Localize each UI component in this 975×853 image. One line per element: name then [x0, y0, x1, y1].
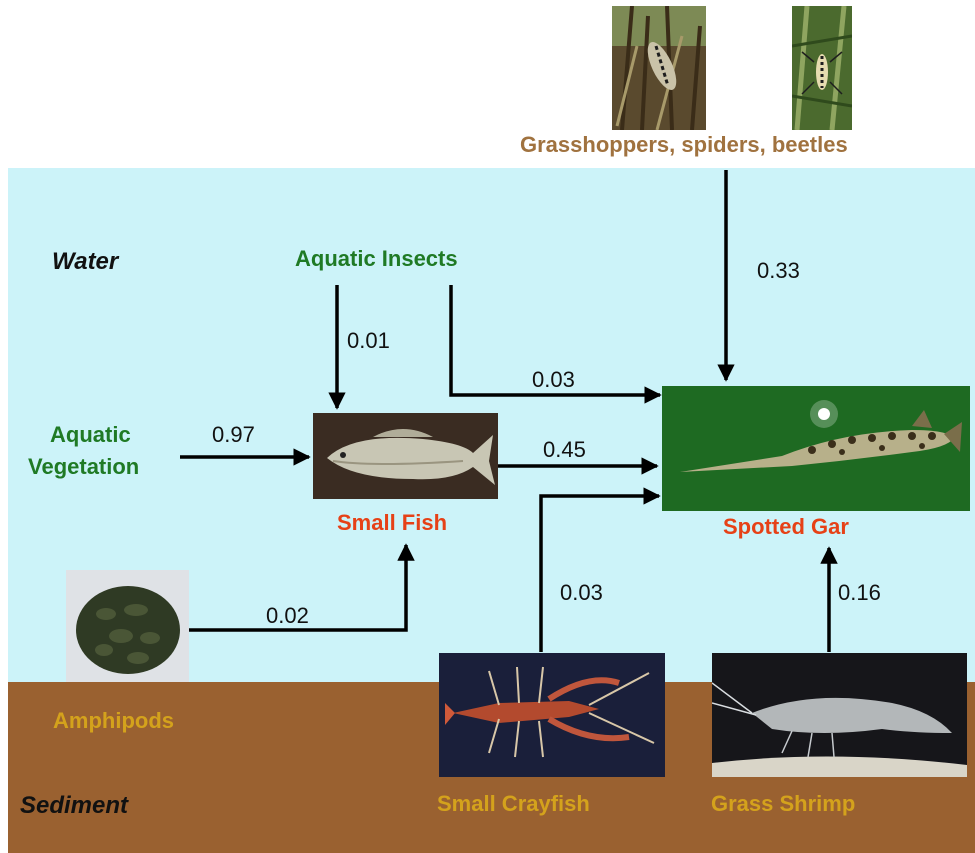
- arrow-crayfish-to-gar: [541, 496, 659, 652]
- edge-weight-vegetation-to-small-fish: 0.97: [212, 422, 255, 448]
- sediment-zone-label: Sediment: [20, 792, 128, 820]
- edge-weight-crayfish-to-gar: 0.03: [560, 580, 603, 606]
- edge-weight-small-fish-to-gar: 0.45: [543, 437, 586, 463]
- grass-shrimp-label: Grass Shrimp: [711, 791, 855, 817]
- edge-weight-shrimp-to-gar: 0.16: [838, 580, 881, 606]
- edge-weight-aquatic-insects-to-gar: 0.03: [532, 367, 575, 393]
- edge-weight-terrestrial-to-gar: 0.33: [757, 258, 800, 284]
- aquatic-vegetation-label-line2: Vegetation: [28, 454, 139, 480]
- aquatic-insects-label: Aquatic Insects: [295, 246, 458, 272]
- edge-weight-aquatic-insects-to-small-fish: 0.01: [347, 328, 390, 354]
- amphipods-label: Amphipods: [53, 708, 174, 734]
- water-zone-label: Water: [52, 248, 118, 276]
- small-crayfish-label: Small Crayfish: [437, 791, 590, 817]
- spotted-gar-label: Spotted Gar: [723, 514, 849, 540]
- aquatic-vegetation-label-line1: Aquatic: [50, 422, 131, 448]
- small-fish-label: Small Fish: [337, 510, 447, 536]
- terrestrial-insects-label: Grasshoppers, spiders, beetles: [520, 132, 848, 158]
- edge-weight-amphipods-to-small-fish: 0.02: [266, 603, 309, 629]
